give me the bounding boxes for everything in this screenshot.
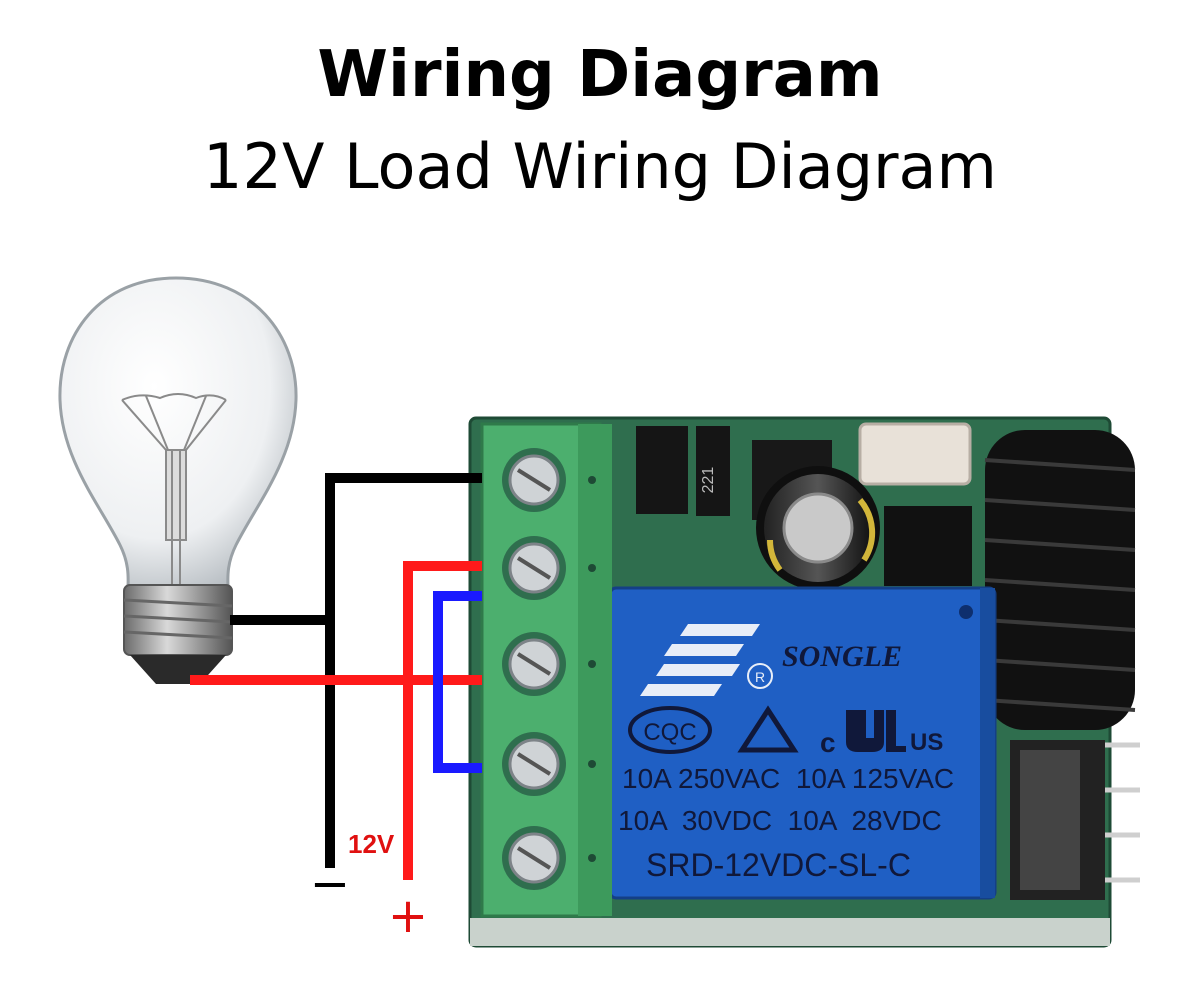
antenna-coil xyxy=(984,430,1136,730)
registered-mark-text: R xyxy=(755,669,765,685)
bulb-filament xyxy=(121,393,227,585)
voltage-label: 12V xyxy=(348,829,395,859)
positive-terminal-symbol: + xyxy=(388,888,428,944)
terminal-screw xyxy=(502,536,566,600)
wires xyxy=(190,473,482,880)
crystal xyxy=(858,422,972,486)
relay-model: SRD-12VDC-SL-C xyxy=(646,847,911,883)
wire-positive xyxy=(403,561,482,880)
chip-marking: 221 xyxy=(700,467,717,494)
songle-logo xyxy=(640,624,760,696)
rating-line-1: 10A 250VAC 10A 125VAC xyxy=(622,763,954,794)
terminal-screw xyxy=(502,632,566,696)
cqc-mark xyxy=(628,706,712,754)
ul-mark xyxy=(846,710,906,752)
smd-chip xyxy=(696,426,730,516)
cert-us: US xyxy=(910,729,943,756)
terminal-screw xyxy=(502,448,566,512)
cert-c: c xyxy=(820,727,836,758)
bulb-glass xyxy=(58,276,298,590)
light-bulb xyxy=(58,276,298,684)
wire-jumper xyxy=(433,591,482,773)
ic-chip xyxy=(884,506,972,586)
ic-chip xyxy=(636,426,688,514)
registered-mark xyxy=(747,663,773,689)
triangle-mark xyxy=(737,705,799,753)
page-title: Wiring Diagram xyxy=(317,38,883,112)
wire-negative xyxy=(325,473,482,868)
terminal-block xyxy=(480,422,612,918)
negative-terminal-symbol: − xyxy=(310,856,350,912)
relay-brand: SONGLE xyxy=(782,640,902,673)
songle-relay: R SONGLE CQC c US 10A 250VAC 10A 125VAC … xyxy=(608,586,997,900)
voltage-regulator xyxy=(1010,740,1140,900)
cert-cqc: CQC xyxy=(643,719,696,746)
electrolytic-capacitor xyxy=(756,466,880,590)
page-subtitle: 12V Load Wiring Diagram xyxy=(203,130,997,203)
terminal-screw xyxy=(502,732,566,796)
rating-line-2: 10A 30VDC 10A 28VDC xyxy=(618,805,942,836)
terminal-screw xyxy=(502,826,566,890)
bulb-base xyxy=(123,584,233,684)
